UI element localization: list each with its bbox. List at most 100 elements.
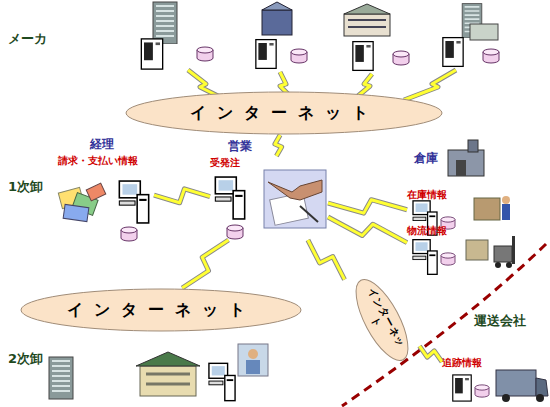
network-ellipse: インターネット bbox=[20, 288, 302, 332]
lightning-wire bbox=[182, 240, 228, 288]
lightning-outline bbox=[404, 70, 456, 100]
server-icon bbox=[443, 38, 463, 67]
worker-head bbox=[502, 196, 510, 204]
section-label: 経理 bbox=[90, 136, 114, 153]
boundary-dashed-curve bbox=[342, 244, 546, 406]
forklift-body bbox=[494, 246, 512, 262]
truck-image bbox=[496, 370, 548, 402]
workers-image bbox=[474, 196, 510, 220]
network-ellipse: インターネット bbox=[345, 271, 420, 369]
lightning-connector bbox=[275, 135, 282, 156]
ellipse-shape bbox=[21, 289, 301, 331]
ellipse-shape bbox=[346, 272, 418, 367]
roof bbox=[136, 352, 200, 366]
lightning-outline bbox=[328, 200, 407, 213]
lightning-connector bbox=[308, 240, 345, 280]
building-icon bbox=[49, 357, 73, 399]
section-label: 2次卸 bbox=[8, 350, 43, 368]
server-icon bbox=[353, 42, 373, 71]
database-icon bbox=[475, 385, 489, 397]
warehouse-body bbox=[448, 150, 484, 176]
info-label: 請求・支払い情報 bbox=[58, 154, 138, 168]
network-label: インターネット bbox=[190, 103, 379, 124]
server-icon bbox=[141, 39, 162, 69]
lightning-connector bbox=[328, 200, 407, 213]
roof bbox=[262, 2, 292, 10]
info-label: 物流情報 bbox=[407, 224, 447, 238]
worker-body bbox=[502, 204, 510, 220]
shop-building bbox=[136, 352, 200, 396]
network-ellipse: インターネット bbox=[125, 91, 443, 135]
wheel bbox=[536, 394, 544, 402]
lightning-wire bbox=[154, 189, 210, 203]
lightning-connector bbox=[328, 217, 407, 243]
computer-icon bbox=[215, 177, 244, 219]
system-node: 請求・支払い情報 bbox=[58, 154, 154, 234]
network-label: インターネット bbox=[67, 300, 256, 321]
truck-cab bbox=[536, 378, 548, 396]
lightning-wire bbox=[419, 346, 442, 362]
system-node: 追跡情報 bbox=[442, 356, 494, 404]
photo-frame bbox=[238, 344, 268, 376]
lightning-connector bbox=[154, 189, 210, 203]
worker-photo bbox=[238, 344, 268, 376]
roof bbox=[344, 4, 390, 14]
lightning-outline bbox=[275, 135, 282, 156]
lightning-connector bbox=[182, 240, 228, 288]
door bbox=[456, 160, 466, 176]
section-label: 1次卸 bbox=[8, 178, 43, 196]
database-icon bbox=[483, 49, 499, 63]
person-body bbox=[246, 360, 260, 374]
warehouse-icon bbox=[448, 140, 484, 176]
paper bbox=[63, 204, 89, 221]
boxes bbox=[474, 198, 500, 220]
handshake-image bbox=[264, 170, 326, 228]
lightning-wire bbox=[308, 240, 345, 280]
info-label: 受発注 bbox=[210, 156, 240, 170]
lightning-wire bbox=[328, 217, 407, 243]
accounting-papers bbox=[58, 183, 105, 221]
database-icon bbox=[393, 51, 409, 65]
wheel bbox=[506, 262, 512, 268]
lightning-outline bbox=[308, 240, 345, 280]
system-node: 受発注 bbox=[210, 156, 328, 240]
windows bbox=[348, 20, 386, 27]
building-icon bbox=[344, 14, 390, 36]
lightning-wire bbox=[275, 135, 282, 156]
pen bbox=[300, 206, 318, 222]
wheel bbox=[495, 262, 501, 268]
maker-2 bbox=[256, 2, 307, 68]
photo-frame bbox=[264, 170, 326, 228]
chimney bbox=[468, 140, 478, 152]
lightning-outline bbox=[154, 189, 210, 203]
lightning-outline bbox=[419, 346, 442, 362]
windows bbox=[146, 374, 190, 384]
server-icon bbox=[256, 40, 276, 69]
truck-cargo bbox=[496, 370, 536, 396]
server-icon bbox=[453, 375, 471, 401]
system-node: 物流情報 bbox=[407, 224, 459, 278]
database-icon bbox=[291, 49, 307, 63]
lightning-wire bbox=[328, 200, 407, 213]
lightning-wire bbox=[404, 70, 456, 100]
hands bbox=[268, 180, 322, 200]
computer-icon bbox=[119, 181, 148, 223]
maker-3 bbox=[344, 4, 409, 70]
lightning-outline bbox=[328, 217, 407, 243]
section-label: メーカ bbox=[8, 30, 47, 48]
forklift-mast bbox=[512, 236, 515, 264]
maker-4 bbox=[443, 4, 499, 67]
database-icon bbox=[227, 225, 243, 239]
building-icon bbox=[153, 2, 177, 44]
section-label: 運送会社 bbox=[474, 312, 526, 330]
info-label: 在庫情報 bbox=[407, 188, 447, 202]
info-label: 追跡情報 bbox=[442, 356, 482, 370]
pallet-boxes bbox=[466, 240, 488, 260]
lightning-outline bbox=[182, 240, 228, 288]
database-icon bbox=[121, 227, 137, 241]
computer-icon bbox=[209, 363, 235, 400]
forklift-image bbox=[466, 236, 515, 268]
